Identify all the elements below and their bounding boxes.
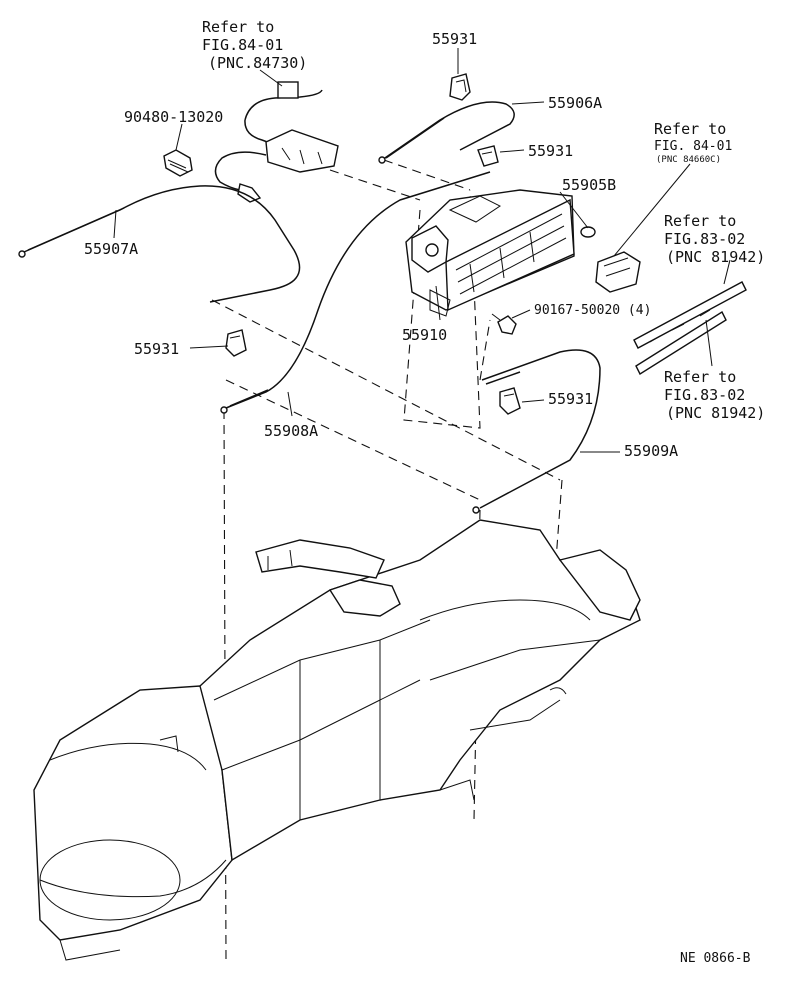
ref-81942b-line3: (PNC 81942) [666,404,765,422]
ref-81942b-line1: Refer to [664,368,736,386]
heater-unit-assembly [33,519,641,961]
label-55910: 55910 [402,326,447,344]
ref-84660-line1: Refer to [654,120,726,138]
ref-84730-line1: Refer to [202,18,274,36]
ref-84660-line3: (PNC 84660C) [656,155,721,165]
connector-assembly-84730 [214,81,339,203]
label-55931-top: 55931 [432,30,477,48]
ref-81942a-line3: (PNC 81942) [666,248,765,266]
cable-55909a [472,349,601,514]
screw-90167 [491,313,517,335]
heater-control-assembly-55910 [405,189,575,317]
clip-55931-left [225,329,247,357]
ref-84730-line3: (PNC.84730) [208,54,307,72]
reference-labels: Refer to FIG.84-01 (PNC.84730) Refer to … [202,18,765,966]
clip-55931-top [449,73,471,101]
label-55908a: 55908A [264,422,318,440]
clip-55905b [580,226,596,238]
ref-81942a-line1: Refer to [664,212,736,230]
label-55931-mid: 55931 [528,142,573,160]
part-number-labels: 55931 55906A 90480-13020 55931 55905B 55… [84,30,678,460]
label-55909a: 55909A [624,442,678,460]
ref-84730-line2: FIG.84-01 [202,36,283,54]
switch-84660c [595,251,641,293]
label-55931-left: 55931 [134,340,179,358]
label-55907a: 55907A [84,240,138,258]
label-55931-right: 55931 [548,390,593,408]
ref-81942a-line2: FIG.83-02 [664,230,745,248]
label-55905b: 55905B [562,176,616,194]
panel-strips-81942 [633,281,747,376]
ref-81942b-line2: FIG.83-02 [664,386,745,404]
figure-code: NE 0866-B [680,951,751,966]
cable-55908a [220,171,491,414]
label-90480: 90480-13020 [124,108,223,126]
cable-55907a [18,185,301,303]
label-90167: 90167-50020 (4) [534,303,651,318]
cable-55906a [378,101,515,164]
clip-55931-mid [477,145,499,167]
screw-90480 [163,149,193,177]
label-55906a: 55906A [548,94,602,112]
leader-lines [113,48,731,453]
ref-84660-line2: FIG. 84-01 [654,139,732,154]
clip-55931-right [499,387,521,415]
